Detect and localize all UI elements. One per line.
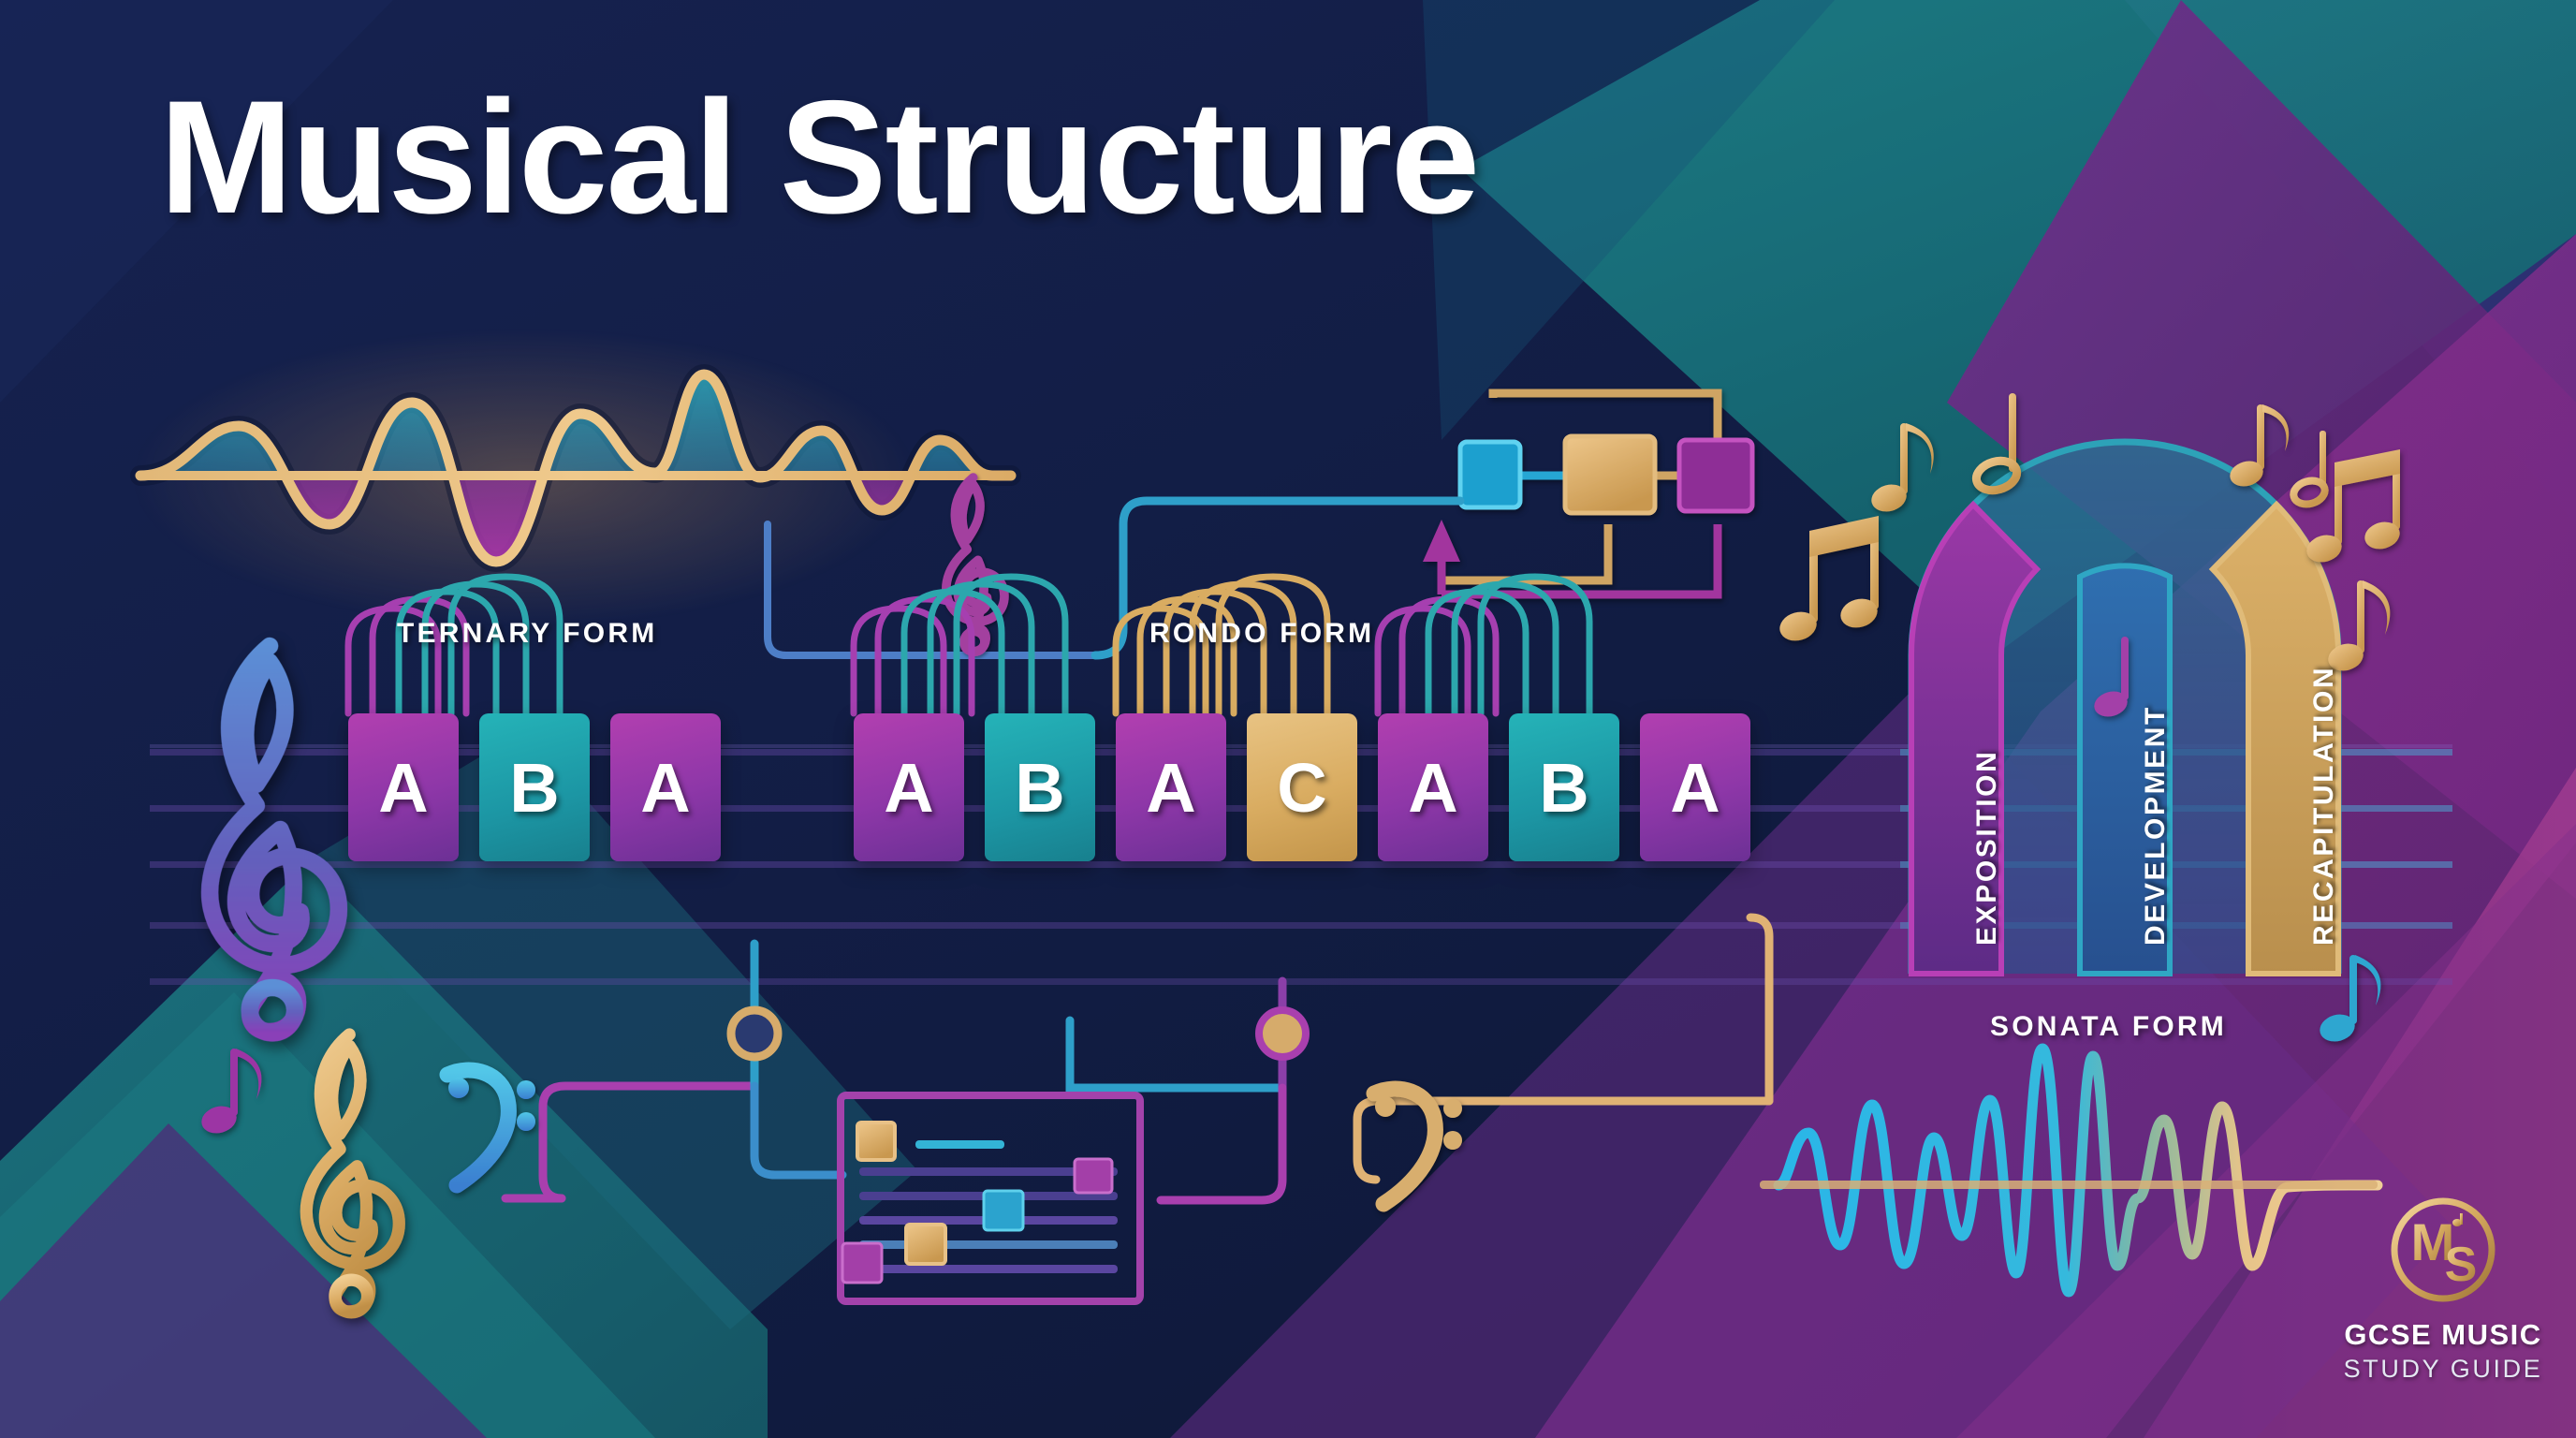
ternary-block-0-a[interactable]: A <box>348 713 459 861</box>
rondo-block-4-a[interactable]: A <box>1378 713 1488 861</box>
ternary-block-2-a[interactable]: A <box>610 713 721 861</box>
sonata-segment-exposition <box>1908 500 2042 976</box>
rondo-block-1-b[interactable]: B <box>985 713 1095 861</box>
sonata-label-recapitulation: RECAPITULATION <box>2308 665 2339 946</box>
page-title: Musical Structure <box>159 67 1480 247</box>
music-notes <box>201 393 2400 1134</box>
logo-brand-subtitle: STUDY GUIDE <box>2343 1355 2543 1383</box>
sonata-segment-development <box>2077 563 2173 976</box>
sonata-segment-recapitulation <box>2208 500 2342 976</box>
bass-clef-center-icon <box>1366 1080 1462 1212</box>
rondo-block-3-c[interactable]: C <box>1247 713 1357 861</box>
waveform-top-left <box>130 328 1021 627</box>
logo-letter-s: S <box>2445 1238 2478 1292</box>
rondo-block-6-a[interactable]: A <box>1640 713 1750 861</box>
connector-lines <box>501 496 1774 1205</box>
rondo-form-caption: RONDO FORM <box>1149 618 1375 649</box>
flowchart-diagram <box>1423 389 1755 599</box>
treble-clef-gold-icon <box>300 1028 405 1319</box>
treble-clef-icon <box>200 637 348 1042</box>
rondo-block-0-a[interactable]: A <box>854 713 964 861</box>
rondo-block-2-a[interactable]: A <box>1116 713 1226 861</box>
brand-logo: M S GCSE MUSIC STUDY GUIDE <box>2338 1195 2548 1384</box>
logo-letter-m: M <box>2411 1212 2455 1271</box>
waveform-bottom-right <box>1760 1043 2383 1298</box>
mixer-panel <box>837 1092 1144 1305</box>
sonata-label-exposition: EXPOSITION <box>1971 749 2002 946</box>
ternary-block-1-b[interactable]: B <box>479 713 590 861</box>
rondo-block-5-b[interactable]: B <box>1509 713 1619 861</box>
sonata-form-caption: SONATA FORM <box>1990 1011 2227 1042</box>
phrase-arcs <box>344 573 1593 717</box>
ternary-form-caption: TERNARY FORM <box>397 618 658 649</box>
bass-clef-icon <box>439 1062 535 1194</box>
logo-monogram-icon: M S <box>2388 1195 2498 1305</box>
sonata-label-development: DEVELOPMENT <box>2140 705 2171 946</box>
logo-brand-name: GCSE MUSIC <box>2344 1318 2542 1351</box>
